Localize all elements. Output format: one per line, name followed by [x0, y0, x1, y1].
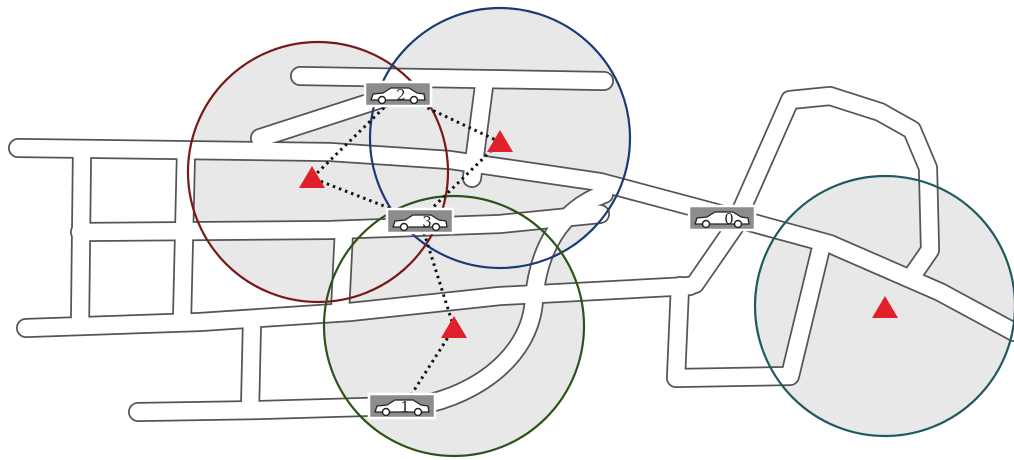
link-car3-target-b	[418, 140, 502, 222]
car-wheel-icon	[399, 222, 409, 232]
target-triangle	[299, 166, 325, 188]
road-left-v2-surface	[173, 143, 195, 331]
car-label-3: 3	[422, 213, 432, 231]
road-low-v1-surface	[241, 313, 261, 419]
road-mid-v1-surface	[331, 221, 353, 321]
link-car2-target-a	[310, 92, 400, 180]
road-lower-surface	[17, 277, 699, 337]
car-wheel-icon	[701, 219, 711, 229]
coverage-ring-red	[186, 40, 450, 304]
car-marker: 3	[385, 207, 455, 235]
car-label-1: 1	[400, 398, 410, 416]
car-wheel-icon	[377, 95, 387, 105]
coverage-ring-green	[322, 194, 586, 458]
road-left-v1-surface	[71, 143, 91, 335]
car-wheel-icon	[413, 407, 423, 417]
road-top-bar-surface	[291, 67, 613, 90]
coverage-ring-teal	[753, 174, 1014, 438]
road-main-surface	[9, 139, 1014, 341]
road-mid-v2-surface	[463, 77, 493, 187]
target-triangle	[441, 316, 467, 338]
cars: 2 3 0 1	[363, 80, 757, 420]
car-wheel-icon	[409, 95, 419, 105]
car-wheel-icon	[733, 219, 743, 229]
target-triangle	[487, 130, 513, 152]
road-right-loop-surface	[667, 243, 829, 387]
target-triangle	[872, 296, 898, 318]
car-marker: 2	[363, 80, 433, 108]
road-curve-surface	[396, 185, 613, 417]
car-wheel-icon	[431, 222, 441, 232]
targets	[299, 130, 898, 338]
car-label-2: 2	[396, 86, 406, 104]
coverage-rings	[186, 6, 1014, 458]
coverage-ring-blue	[368, 6, 632, 270]
road-top-right-loop-surface	[727, 87, 939, 285]
car-wheel-icon	[381, 407, 391, 417]
car-label-0: 0	[724, 210, 734, 228]
car-marker: 1	[367, 392, 437, 420]
car-marker: 0	[687, 204, 757, 232]
road-bottom-surface	[129, 397, 407, 421]
